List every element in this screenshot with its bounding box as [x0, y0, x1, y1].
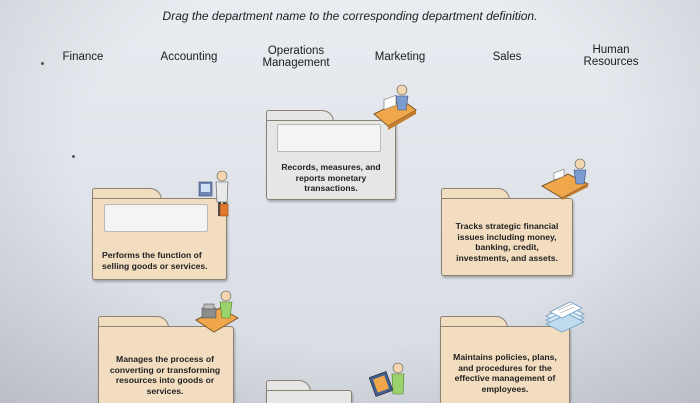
instruction-text: Drag the department name to the correspo…: [162, 9, 538, 23]
person-at-desk-icon: [198, 170, 229, 217]
definition-text-hr: Maintains policies, plans, and procedure…: [453, 352, 557, 394]
term-sales[interactable]: Sales: [492, 51, 522, 63]
term-marketing[interactable]: Marketing: [374, 51, 426, 63]
definition-card-records: Records, measures, and reports monetary …: [266, 110, 396, 200]
definition-text-operations: Manages the process of converting or tra…: [109, 354, 221, 396]
bullet-dot: [72, 155, 75, 158]
drop-target-records[interactable]: [277, 124, 381, 152]
definition-text-selling: Performs the function of selling goods o…: [102, 250, 208, 271]
person-at-desk-icon: [373, 84, 417, 130]
definition-text-financial: Tracks strategic financial issues includ…: [455, 221, 559, 263]
bullet-dot: [41, 62, 44, 65]
definition-card-hr: Maintains policies, plans, and procedure…: [440, 316, 570, 403]
term-accounting[interactable]: Accounting: [160, 51, 218, 63]
folder-body: [266, 390, 352, 403]
term-finance[interactable]: Finance: [62, 51, 104, 63]
document-stack-icon: [545, 301, 585, 333]
definition-card-partial: [266, 380, 352, 403]
folder-body: [98, 326, 234, 403]
term-human-resources[interactable]: Human Resources: [583, 44, 639, 68]
definition-card-operations: Manages the process of converting or tra…: [98, 316, 234, 403]
term-operations-management[interactable]: Operations Management: [262, 45, 330, 69]
drop-target-selling[interactable]: [104, 204, 208, 232]
definition-text-records: Records, measures, and reports monetary …: [281, 162, 381, 193]
folder-body: [440, 326, 570, 403]
person-at-desk-icon: [195, 290, 240, 333]
folder-body: [441, 198, 573, 276]
definition-card-financial: Tracks strategic financial issues includ…: [441, 188, 573, 276]
drafting-tools-icon: [368, 362, 405, 397]
definition-card-selling: Performs the function of selling goods o…: [92, 188, 227, 280]
person-at-desk-icon: [540, 158, 590, 200]
